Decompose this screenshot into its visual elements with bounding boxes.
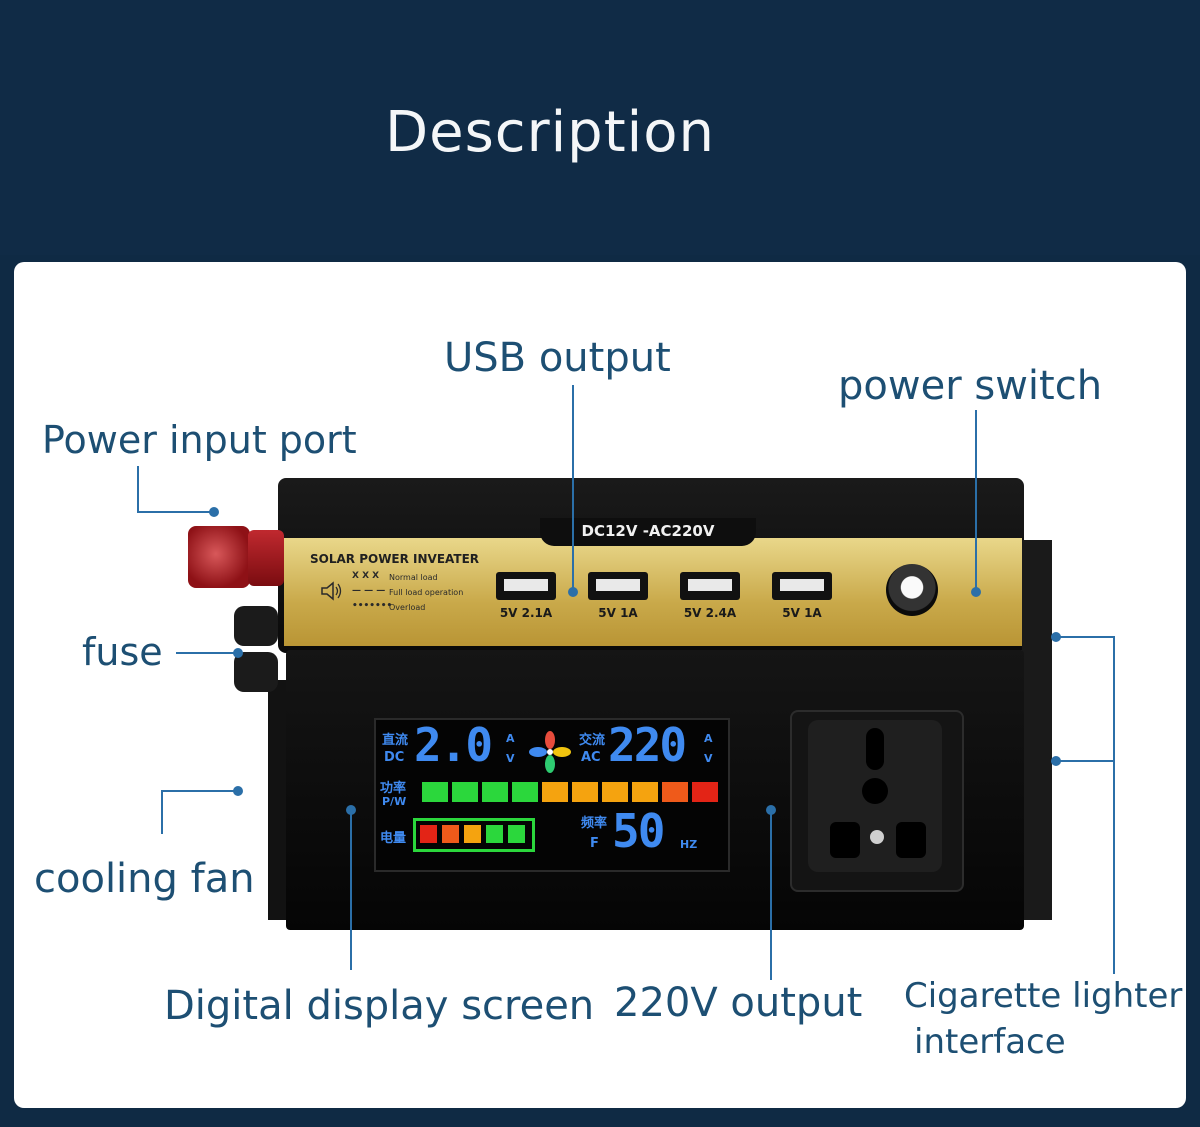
label-digital-display-screen: Digital display screen [164, 983, 595, 1029]
usb-port-4 [772, 572, 832, 600]
leader-fuse [176, 652, 236, 654]
leader-dot-power-switch [971, 587, 981, 597]
screen-power-en: P/W [382, 795, 407, 808]
legend-symbol-full: — — — [352, 586, 386, 596]
legend-symbol-normal: X X X [352, 571, 380, 581]
fuse-holder-lower [234, 652, 278, 692]
screen-freq-cn: 频率 [581, 816, 608, 831]
header-banner: Description [0, 0, 1200, 255]
usb-port-3 [680, 572, 740, 600]
leader-dot-220v-output [766, 805, 776, 815]
leader-dot-cigarette-bottom [1051, 756, 1061, 766]
usb-port-1-label: 5V 2.1A [499, 606, 553, 620]
power-input-terminal [188, 526, 250, 588]
screen-freq-en: F [590, 836, 599, 851]
legend-symbol-overload: ••••••• [352, 601, 393, 611]
battery-level-segment [486, 825, 503, 843]
screen-freq-value: 50 [612, 804, 665, 858]
model-tag: DC12V -AC220V [540, 518, 756, 546]
power-level-segment [692, 782, 718, 802]
socket-top-slot [866, 728, 884, 770]
screen-dc-en: DC [384, 750, 405, 765]
legend-text-overload: Overload [389, 603, 426, 612]
label-usb-output: USB output [444, 335, 671, 381]
power-level-segment [602, 782, 628, 802]
screen-ac-cn: 交流 [579, 733, 606, 748]
battery-level-segment [420, 825, 437, 843]
inverter-right-side [1022, 540, 1052, 920]
label-power-input-port: Power input port [42, 418, 357, 462]
power-switch-button [886, 564, 938, 616]
screen-freq-unit: HZ [680, 838, 698, 851]
screen-dc-cn: 直流 [382, 733, 409, 748]
screen-dc-value: 2.0 [414, 718, 493, 772]
screen-dc-unit-v: V [506, 752, 515, 765]
leader-usb-output [572, 385, 574, 591]
usb-port-4-label: 5V 1A [782, 606, 822, 620]
fan-icon [529, 731, 571, 773]
power-level-segment [572, 782, 598, 802]
leader-cigarette-top-horizontal [1056, 636, 1114, 638]
power-level-segment [482, 782, 508, 802]
battery-level-icon [413, 818, 535, 852]
battery-level-segment [508, 825, 525, 843]
battery-level-segment [464, 825, 481, 843]
brand-label: SOLAR POWER INVEATER [310, 552, 480, 566]
screen-ac-unit-v: V [704, 752, 713, 765]
leader-dot-cooling-fan [233, 786, 243, 796]
leader-dot-display-screen [346, 805, 356, 815]
usb-port-2-label: 5V 1A [598, 606, 638, 620]
leader-display-screen [350, 810, 352, 970]
leader-power-input-vertical [137, 466, 139, 512]
usb-port-3-label: 5V 2.4A [683, 606, 737, 620]
power-input-nut [248, 530, 284, 586]
power-level-segment [512, 782, 538, 802]
legend-text-normal: Normal load [389, 573, 438, 582]
screen-battery-cn: 电量 [380, 831, 407, 846]
power-level-segment [662, 782, 688, 802]
power-level-segment [452, 782, 478, 802]
screen-power-cn: 功率 [380, 781, 407, 796]
usb-port-1 [496, 572, 556, 600]
leader-cooling-fan-vertical [161, 790, 163, 834]
label-cigarette-lighter-line2: interface [914, 1022, 1066, 1062]
power-level-segment [542, 782, 568, 802]
socket-right-slot [896, 822, 926, 858]
screen-ac-en: AC [581, 750, 601, 765]
leader-dot-power-input [209, 507, 219, 517]
screen-dc-unit-a: A [506, 732, 515, 745]
leader-dot-cigarette-top [1051, 632, 1061, 642]
leader-dot-fuse [233, 648, 243, 658]
leader-cigarette-vertical [1113, 636, 1115, 974]
label-cigarette-lighter-line1: Cigarette lighter [904, 976, 1183, 1016]
usb-port-2 [588, 572, 648, 600]
fuse-holder-upper [234, 606, 278, 646]
label-cooling-fan: cooling fan [34, 856, 255, 902]
socket-left-slot [830, 822, 860, 858]
page-title: Description [385, 100, 715, 165]
speaker-icon [321, 581, 342, 601]
legend-text-full: Full load operation [389, 588, 464, 597]
label-power-switch: power switch [838, 363, 1103, 409]
leader-dot-usb-output [568, 587, 578, 597]
leader-power-switch [975, 410, 977, 591]
screen-ac-value: 220 [608, 718, 687, 772]
inverter-left-side [268, 680, 290, 920]
socket-center-hole [862, 778, 888, 804]
label-fuse: fuse [82, 630, 163, 674]
socket-ground-hole [870, 830, 884, 844]
battery-level-segment [442, 825, 459, 843]
leader-220v-output [770, 810, 772, 980]
leader-cigarette-bottom-horizontal [1056, 760, 1114, 762]
power-level-segment [422, 782, 448, 802]
leader-power-input-horizontal [137, 511, 213, 513]
label-220v-output: 220V output [614, 980, 863, 1026]
screen-ac-unit-a: A [704, 732, 713, 745]
leader-cooling-fan-horizontal [161, 790, 237, 792]
power-level-segment [632, 782, 658, 802]
